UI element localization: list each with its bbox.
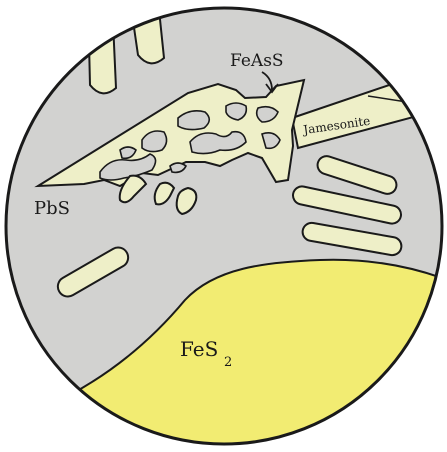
label-arsenopyrite: FeAsS <box>230 51 284 71</box>
label-galena: PbS <box>34 198 70 219</box>
label-pyrite-subscript: 2 <box>224 355 232 370</box>
label-pyrite: FeS <box>180 337 218 361</box>
